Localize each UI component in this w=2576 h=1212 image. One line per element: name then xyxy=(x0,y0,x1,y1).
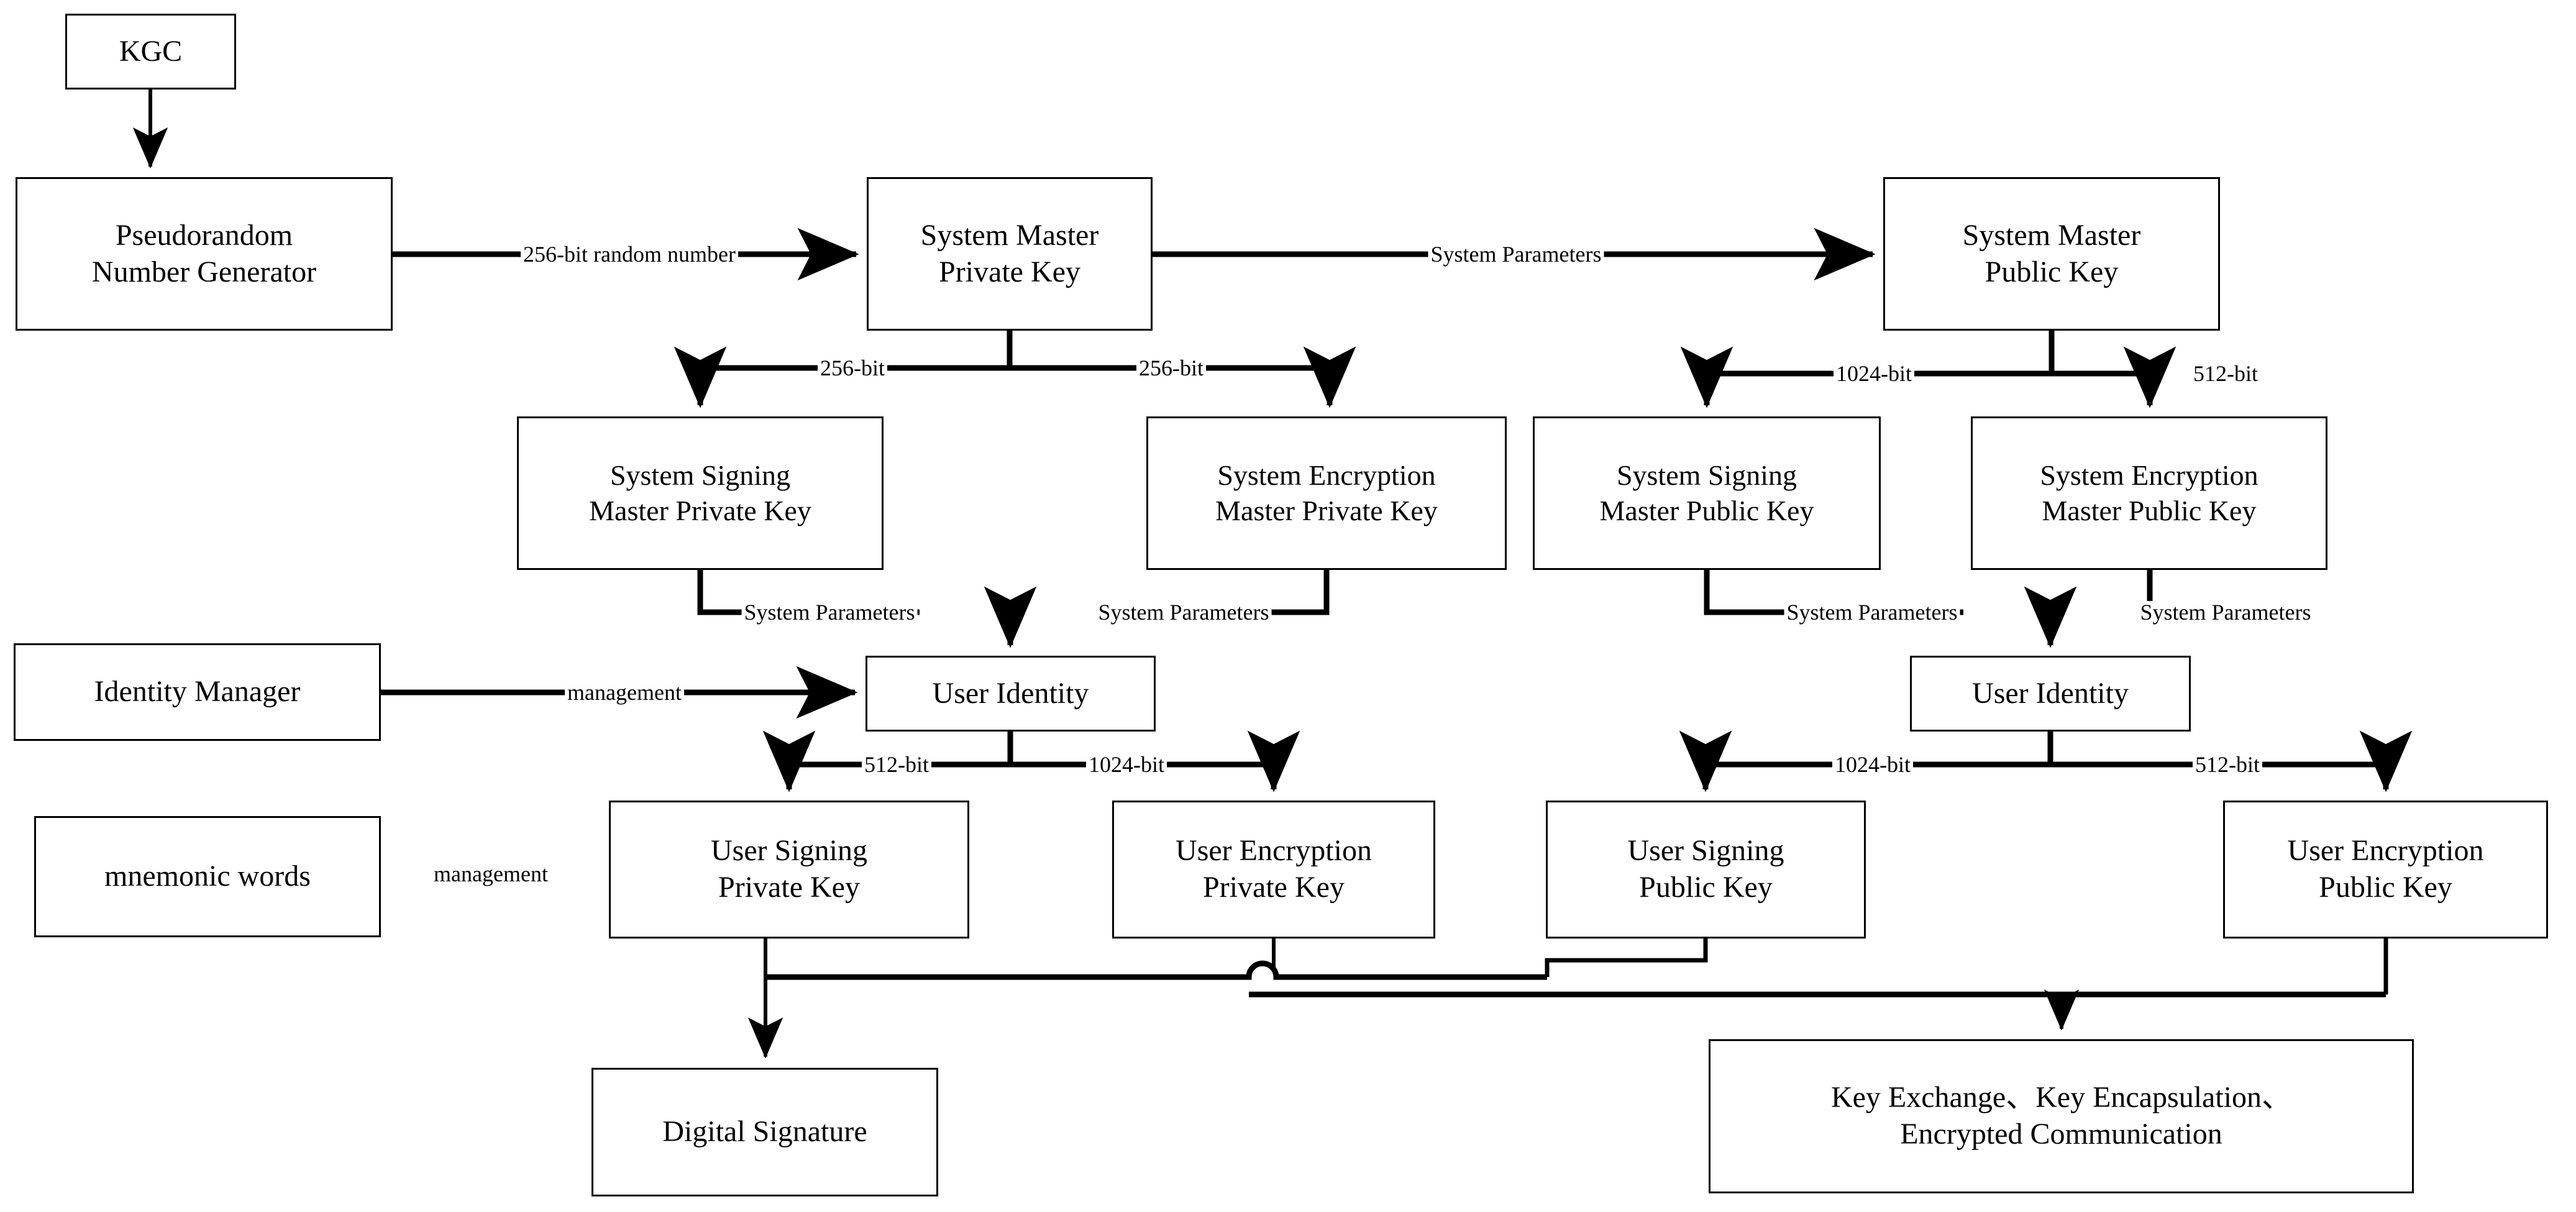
edge-label-e-encpriv-sp: System Parameters xyxy=(1095,601,1272,623)
edge-label-e-uid-sign-512: 512-bit xyxy=(862,753,931,776)
node-uid-right: User Identity xyxy=(1910,656,2191,732)
node-uid-left: User Identity xyxy=(866,656,1156,732)
edge-label-e-signpriv-sp: System Parameters xyxy=(741,601,918,623)
edge-label-e-uidr-sign-1024: 1024-bit xyxy=(1832,753,1913,776)
node-label: Key Exchange、Key Encapsulation、Encrypted… xyxy=(1830,1081,2292,1150)
edge-label-e-smpubk-enc-512: 512-bit xyxy=(2191,362,2260,385)
node-label: Identity Manager xyxy=(94,675,301,709)
edge-label-e-mnemonic-usk: management xyxy=(431,863,550,885)
edge-label-e-uid-enc-1024: 1024-bit xyxy=(1086,753,1167,776)
edge-label-e-encpub-sp: System Parameters xyxy=(2137,601,2314,623)
edge-label-e-idmgr-uid: management xyxy=(565,681,684,704)
node-label: User Identity xyxy=(1972,676,2129,710)
edge-label-e-signpub-sp: System Parameters xyxy=(1784,601,1960,623)
edge-usr-sign-pub-to-bus xyxy=(1545,935,1708,977)
node-label: mnemonic words xyxy=(104,860,311,893)
edge-encpriv-hop-wire xyxy=(765,960,1547,980)
node-label: KGC xyxy=(119,34,183,68)
edge-label-e-smprik-sign-256: 256-bit xyxy=(818,357,887,379)
edge-uid-right-bus xyxy=(1706,732,2386,768)
edge-label-e-smprik-enc-256: 256-bit xyxy=(1136,357,1206,379)
edge-label-e-smprik-smpubk: System Parameters xyxy=(1428,243,1604,265)
node-kgc: KGC xyxy=(65,14,236,90)
edge-label-e-uidr-enc-512: 512-bit xyxy=(2193,753,2262,776)
edge-smpriv-bus xyxy=(700,331,1330,371)
node-idmgr: Identity Manager xyxy=(14,643,381,741)
node-label: User Identity xyxy=(932,676,1089,710)
node-keyuse: Key Exchange、Key Encapsulation、Encrypted… xyxy=(1709,1039,2414,1193)
edge-smpub-bus xyxy=(1707,331,2150,377)
node-mnemonic: mnemonic words xyxy=(34,816,381,937)
node-digsig: Digital Signature xyxy=(591,1068,938,1196)
edge-label-e-smpubk-sign-1024: 1024-bit xyxy=(1834,362,1914,385)
node-label: Digital Signature xyxy=(662,1115,867,1149)
edge-label-e-prng-smprik: 256-bit random number xyxy=(521,243,738,265)
